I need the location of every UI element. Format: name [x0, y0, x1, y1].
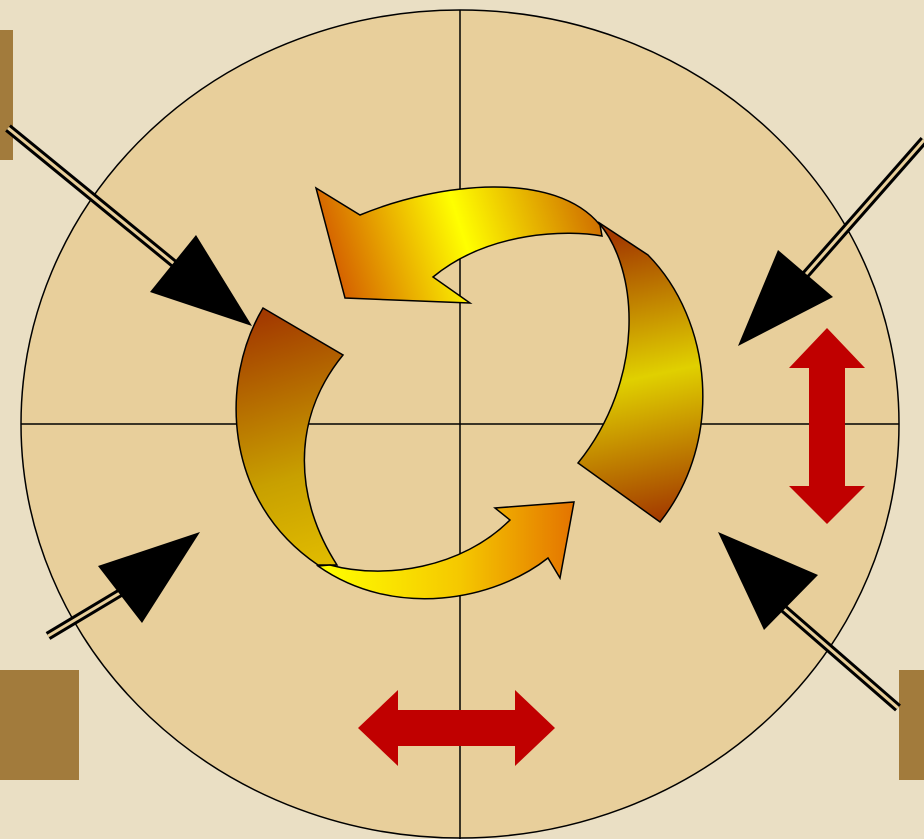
corner-box-top-left: [0, 30, 13, 160]
corner-box-bottom-left: [0, 670, 79, 780]
corner-box-bottom-right: [899, 670, 924, 780]
